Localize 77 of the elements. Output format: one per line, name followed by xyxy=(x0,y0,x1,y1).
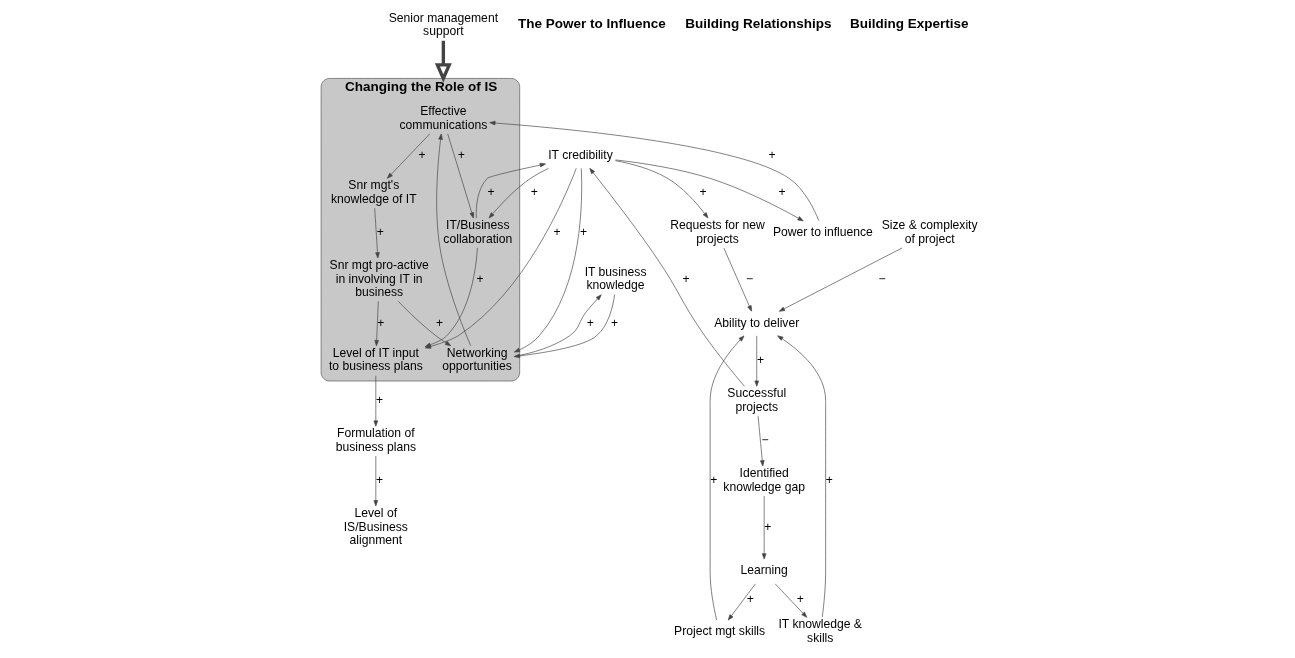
node-text: Learning xyxy=(740,563,788,578)
edge-label: + xyxy=(763,519,771,534)
arrow xyxy=(424,167,577,349)
edge-label: + xyxy=(756,352,764,367)
arrow xyxy=(513,168,582,353)
edge-label: + xyxy=(682,271,690,286)
edge-label: + xyxy=(376,315,384,330)
edge-label: + xyxy=(476,271,484,286)
node-text: IT credibility xyxy=(547,148,613,163)
node-text: Snr mgt pro-active in involving IT in business xyxy=(329,258,429,300)
edge-label: + xyxy=(825,472,833,487)
edge-label: + xyxy=(376,225,384,240)
arrow xyxy=(754,335,759,387)
node-text: Power to influence xyxy=(772,225,873,240)
node-text: Senior management support xyxy=(388,10,498,39)
arrow xyxy=(373,455,378,507)
label: The Power to Influence xyxy=(517,16,666,32)
arrow xyxy=(614,160,708,219)
node-text: Networking opportunities xyxy=(441,345,512,374)
arrow xyxy=(727,583,756,621)
arrow xyxy=(446,133,474,219)
arrow xyxy=(435,133,471,347)
node-text: Project mgt skills xyxy=(673,624,765,639)
edge-label: + xyxy=(375,393,383,408)
arrow xyxy=(774,583,807,618)
arrow xyxy=(778,247,902,312)
node-text: Ability to deliver xyxy=(713,315,799,330)
edge-label: + xyxy=(530,185,538,200)
edge-label: + xyxy=(418,148,426,163)
edge-label: + xyxy=(746,592,754,607)
edge-label: + xyxy=(778,185,786,200)
arrow xyxy=(386,133,430,179)
label: Building Expertise xyxy=(849,16,968,32)
arrow xyxy=(424,247,478,348)
edge-label: + xyxy=(375,472,383,487)
node-text: Successful projects xyxy=(726,386,786,414)
arrow xyxy=(397,301,451,347)
arrow xyxy=(757,415,764,467)
edge-label: + xyxy=(610,315,618,330)
arrow xyxy=(761,495,766,560)
arrow xyxy=(488,120,819,222)
arrow xyxy=(723,247,752,312)
edge-label: + xyxy=(709,472,717,487)
arrow xyxy=(373,375,378,427)
arrow xyxy=(588,168,745,387)
arrow xyxy=(776,335,826,618)
edge-label: + xyxy=(553,225,561,240)
edge-label: − xyxy=(761,433,769,448)
arrow xyxy=(434,40,452,83)
node-text: IT/Business collaboration xyxy=(442,218,512,246)
label: Building Relationships xyxy=(684,16,831,32)
node-text: Requests for new projects xyxy=(669,218,765,246)
edge-label: + xyxy=(579,225,587,240)
arrow xyxy=(373,300,379,347)
arrow xyxy=(488,168,549,219)
arrow xyxy=(709,335,744,621)
edge-label: + xyxy=(586,315,594,330)
node-text: Identified knowledge gap xyxy=(722,466,805,494)
node-text: Size & complexity of project xyxy=(881,218,978,246)
node-text: Level of IT input to business plans xyxy=(328,345,423,374)
node-text: IT business knowledge xyxy=(584,264,647,293)
edge-label: + xyxy=(767,148,775,163)
edge-label: − xyxy=(745,271,753,286)
edge-label: + xyxy=(435,315,443,330)
node-text: Level of IS/Business alignment xyxy=(343,506,408,548)
edge-label: + xyxy=(457,148,465,163)
node-text: Effective communications xyxy=(398,104,487,132)
node-text: Snr mgt's knowledge of IT xyxy=(330,178,417,206)
arrow xyxy=(475,162,546,219)
edge-label: + xyxy=(699,185,707,200)
edge-label: + xyxy=(796,592,804,607)
arrow xyxy=(614,159,804,222)
arrow xyxy=(373,207,380,259)
edge-label: + xyxy=(486,185,495,200)
edge-label: − xyxy=(877,271,886,286)
node-text: Formulation of business plans xyxy=(335,426,416,454)
node-text: IT knowledge & skills xyxy=(777,617,862,645)
